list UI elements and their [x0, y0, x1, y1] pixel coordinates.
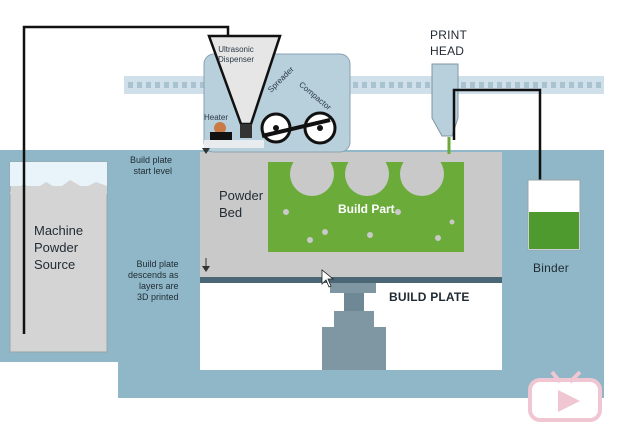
powder-supply-tube — [22, 25, 230, 334]
rail-tick — [479, 82, 484, 88]
machine-powder-source-label: Machine Powder Source — [34, 223, 84, 272]
rail-tick — [128, 82, 133, 88]
rail-tick — [596, 82, 601, 88]
rail-tick — [137, 82, 142, 88]
rail-tick — [551, 82, 556, 88]
part-bore-1 — [290, 152, 334, 196]
spreader-roller-hub — [273, 125, 279, 131]
rail-tick — [470, 82, 475, 88]
powder-source-air — [10, 162, 107, 186]
video-watermark-logo — [528, 370, 602, 422]
rail-tick — [416, 82, 421, 88]
heater — [214, 122, 226, 134]
binder-liquid — [529, 212, 579, 249]
rail-tick — [578, 82, 583, 88]
rail-tick — [506, 82, 511, 88]
pedestal-top — [330, 283, 376, 293]
build-part-label: Build Part — [338, 202, 395, 216]
rail-tick — [353, 82, 358, 88]
powder-source-surface — [10, 180, 107, 194]
roller-linkage — [261, 118, 331, 138]
pedestal-body — [334, 311, 374, 327]
build-part — [268, 152, 464, 252]
dispenser-nozzle — [240, 124, 252, 138]
rail-tick — [488, 82, 493, 88]
build-plate-label: BUILD PLATE — [389, 290, 470, 304]
part-hole — [283, 209, 289, 215]
rail-tick — [362, 82, 367, 88]
print-head — [431, 63, 459, 137]
compactor-roller-hub — [317, 125, 323, 131]
part-bore-3 — [400, 152, 444, 196]
pedestal-base — [322, 327, 386, 370]
build-plate-descends-label: Build plate descends as layers are 3D pr… — [128, 259, 179, 302]
rail-tick — [461, 82, 466, 88]
rail-tick — [407, 82, 412, 88]
ultrasonic-dispenser-label: Ultrasonic Dispenser — [218, 45, 255, 64]
binder-feed-line — [452, 88, 542, 248]
powder-bed-label: Powder Bed — [219, 188, 264, 220]
print-head-label: PRINT HEAD — [430, 28, 467, 58]
rail-tick — [389, 82, 394, 88]
heater-label: Heater — [204, 113, 229, 122]
rail-tick — [497, 82, 502, 88]
rail-tick — [569, 82, 574, 88]
mouse-cursor-icon — [321, 269, 335, 288]
rail-tick — [146, 82, 151, 88]
part-hole — [449, 219, 455, 225]
rail-tick — [542, 82, 547, 88]
dispenser-mount — [204, 140, 264, 148]
binder-label: Binder — [533, 261, 569, 275]
start-level-arrow — [202, 148, 210, 154]
rail-tick — [515, 82, 520, 88]
rail-tick — [371, 82, 376, 88]
rail-tick — [524, 82, 529, 88]
heater-base — [210, 132, 232, 140]
rail-tick — [533, 82, 538, 88]
rail-tick — [200, 82, 205, 88]
build-plate-start-label: Build plate start level — [130, 155, 173, 176]
rail-tick — [425, 82, 430, 88]
pedestal-neck — [344, 293, 364, 311]
part-hole — [322, 229, 328, 235]
part-top-cut — [268, 152, 464, 162]
rail-tick — [191, 82, 196, 88]
rail-tick — [587, 82, 592, 88]
rail-tick — [164, 82, 169, 88]
rail-tick — [398, 82, 403, 88]
part-hole — [395, 209, 401, 215]
part-bore-2 — [345, 152, 389, 196]
part-hole — [307, 237, 313, 243]
part-hole — [435, 235, 441, 241]
descend-arrow — [202, 266, 210, 272]
part-hole — [367, 232, 373, 238]
rail-tick — [173, 82, 178, 88]
rail-tick — [380, 82, 385, 88]
rail-tick — [560, 82, 565, 88]
rail-tick — [155, 82, 160, 88]
build-plate-bar — [200, 277, 502, 283]
rail-tick — [182, 82, 187, 88]
